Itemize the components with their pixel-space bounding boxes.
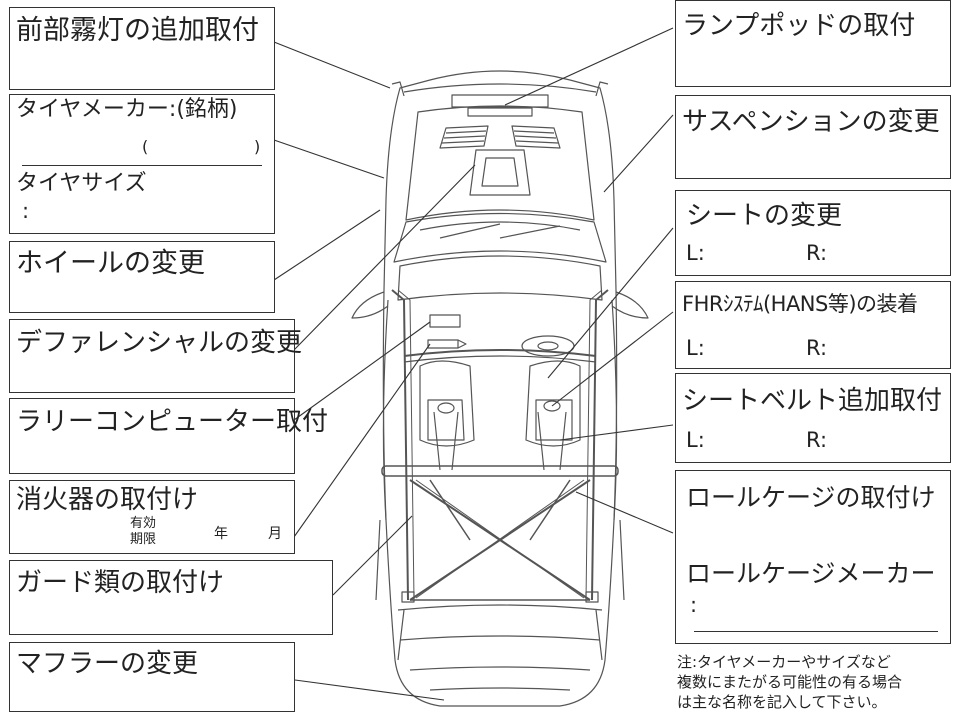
expiry-label-2: 期限 bbox=[130, 532, 157, 547]
seat-left-label: L: bbox=[686, 241, 705, 265]
note-line-2: 複数にまたがる可能性の有る場合 bbox=[677, 673, 903, 691]
guard-box: ガード類の取付け bbox=[9, 560, 333, 635]
muffler-label: マフラーの変更 bbox=[16, 649, 199, 679]
seatbelt-label: シートベルト追加取付 bbox=[682, 386, 943, 416]
seatbelt-box: シートベルト追加取付 L: R: bbox=[675, 373, 951, 463]
cage-cross-tube bbox=[381, 465, 619, 477]
car-body-outline bbox=[382, 70, 618, 707]
right-mirror bbox=[611, 291, 649, 319]
wheel-label: ホイールの変更 bbox=[16, 248, 205, 279]
tire-size-colon: : bbox=[22, 199, 30, 223]
suspension-label: サスペンションの変更 bbox=[682, 107, 940, 137]
seatbelt-left-label: L: bbox=[686, 428, 705, 452]
windshield bbox=[393, 212, 607, 263]
wheel-box: ホイールの変更 bbox=[9, 241, 275, 313]
left-seat bbox=[419, 360, 475, 447]
extinguisher-shape bbox=[427, 339, 459, 349]
lamp-pod-box: ランプポッドの取付 bbox=[675, 0, 951, 87]
note-line-3: は主な名称を記入して下さい。 bbox=[677, 693, 887, 711]
right-seat bbox=[525, 360, 581, 447]
muffler-box: マフラーの変更 bbox=[9, 642, 295, 712]
rollcage-box: ロールケージの取付け ロールケージメーカー : bbox=[675, 470, 951, 644]
lamp-pod-shape bbox=[451, 94, 549, 108]
left-mirror bbox=[351, 291, 389, 319]
rally-computer-shape bbox=[429, 314, 461, 328]
suspension-box: サスペンションの変更 bbox=[675, 95, 951, 179]
rally-computer-box: ラリーコンピューター取付 bbox=[9, 398, 328, 474]
leader-lines bbox=[273, 27, 674, 701]
rally-computer-label: ラリーコンピューター取付 bbox=[16, 407, 329, 437]
tire-paren-open: ( bbox=[142, 137, 149, 156]
rollcage-maker-label: ロールケージメーカー bbox=[686, 559, 936, 588]
extinguisher-box: 消火器の取付け 有効 期限 年 月 bbox=[9, 480, 295, 554]
fhr-right-label: R: bbox=[806, 336, 828, 360]
differential-label: デファレンシャルの変更 bbox=[16, 328, 303, 358]
tire-maker-label: タイヤメーカー:(銘柄) bbox=[16, 97, 238, 122]
fhr-box: FHRｼｽﾃﾑ(HANS等)の装着 L: R: bbox=[675, 281, 951, 369]
rollcage-maker-colon: : bbox=[690, 593, 698, 617]
seat-right-label: R: bbox=[806, 241, 828, 265]
note-line-1: 注:タイヤメーカーやサイズなど bbox=[677, 653, 891, 671]
fhr-label: FHRｼｽﾃﾑ(HANS等)の装着 bbox=[682, 292, 918, 316]
hood bbox=[405, 105, 595, 221]
steering-wheel bbox=[521, 335, 575, 357]
expiry-month: 月 bbox=[268, 526, 282, 542]
expiry-year: 年 bbox=[214, 526, 228, 542]
fog-lamp-label: 前部霧灯の追加取付 bbox=[16, 15, 259, 46]
seat-box: シートの変更 L: R: bbox=[675, 190, 951, 276]
seat-label: シートの変更 bbox=[686, 201, 843, 231]
tire-box: タイヤメーカー:(銘柄) ( ) タイヤサイズ : bbox=[9, 94, 275, 234]
expiry-label-1: 有効 bbox=[130, 516, 157, 531]
rollcage-maker-underline bbox=[694, 631, 938, 632]
note-text: 注:タイヤメーカーやサイズなど 複数にまたがる可能性の有る場合 は主な名称を記入… bbox=[677, 652, 902, 712]
rollcage-label: ロールケージの取付け bbox=[686, 483, 936, 512]
tire-size-label: タイヤサイズ bbox=[16, 171, 147, 196]
tire-maker-underline bbox=[22, 165, 262, 166]
fog-lamp-box: 前部霧灯の追加取付 bbox=[9, 7, 275, 90]
lamp-pod-label: ランプポッドの取付 bbox=[682, 11, 916, 41]
extinguisher-label: 消火器の取付け bbox=[16, 485, 199, 515]
guard-label: ガード類の取付け bbox=[16, 568, 225, 598]
fhr-left-label: L: bbox=[686, 336, 705, 360]
seatbelt-right-label: R: bbox=[806, 428, 828, 452]
differential-box: デファレンシャルの変更 bbox=[9, 319, 302, 393]
tire-paren-close: ) bbox=[254, 137, 261, 156]
